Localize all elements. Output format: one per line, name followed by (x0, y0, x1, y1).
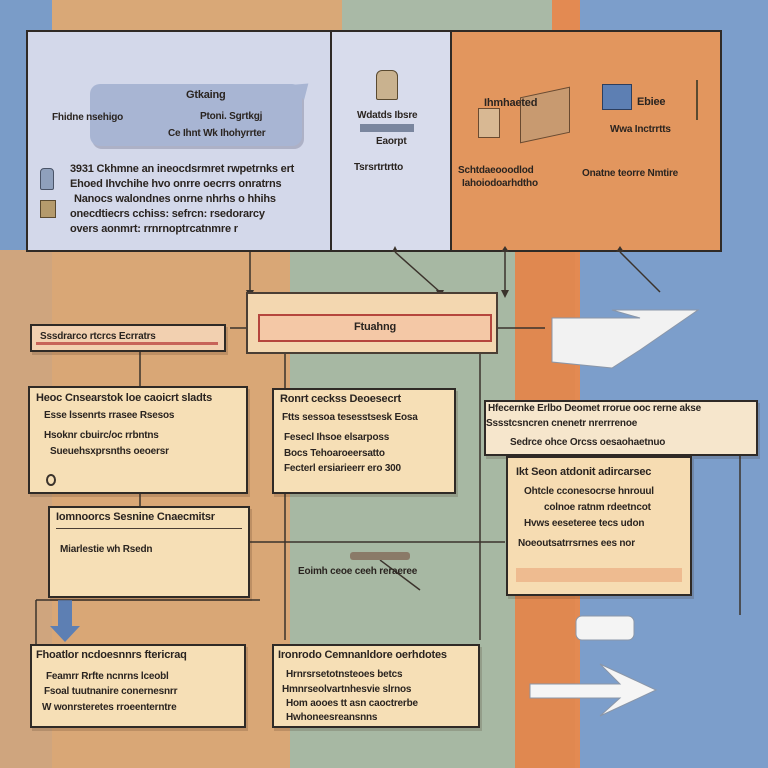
left-header-text: Sssdrarco rtcrcs Ecrratrs (40, 331, 156, 342)
box-f (272, 644, 480, 728)
box-a-line-1: Esse lssenrts rrasee Rsesos (44, 410, 175, 421)
box-f-line-3: Hom aooes tt asn caoctrerbe (286, 698, 418, 709)
box-a-line-2: Hsoknr cbuirc/oc rrbntns (44, 430, 159, 441)
box-c-title: Iomnoorcs Sesnine Cnaecmitsr (56, 511, 215, 523)
left-paragraph-line-3: Nanocs walondnes onrne nhrhs o hhihs (74, 193, 276, 205)
right-panel-right-sub: Wwa Inctrrtts (610, 124, 671, 135)
cylinder-icon (40, 168, 54, 190)
box-e-title: Fhoatlor ncdoesnnrs ftericraq (36, 649, 187, 661)
top-panel-mid (330, 30, 452, 252)
mid-panel-label: Wdatds Ibsre (357, 110, 418, 121)
box-d-line-1: Ohtcle cconesocrse hnrouul (524, 486, 654, 497)
left-paragraph-line-1: 3931 Ckhmne an ineocdsrmret rwpetrnks er… (70, 163, 295, 175)
box-f-title: Ironrodo Cemnanldore oerhdotes (278, 649, 447, 661)
box-f-line-2: Hmnrseolvartnhesvie slrnos (282, 684, 412, 695)
callout-subtitle: Ptoni. Sgrtkgj (200, 111, 263, 122)
box-e-line-3: W wonrsteretes rroeenterntre (42, 702, 177, 713)
lamp-icon (376, 70, 398, 100)
box-c (48, 506, 250, 598)
box-b (272, 388, 456, 494)
box-a-title: Heoc Cnsearstok loe caoicrt sladts (36, 392, 212, 404)
box-b-line-4: Fecterl ersiarieerr ero 300 (284, 463, 401, 474)
cube-icon (602, 84, 632, 110)
box-d-line-4: Noeoutsatrrsrnes ees nor (518, 538, 635, 549)
box-c-line-1: Miarlestie wh Rsedn (60, 544, 153, 555)
right-panel-right-caption: Onatne teorre Nmtire (582, 168, 679, 179)
box-b-title: Ronrt ceckss Deoesecrt (280, 393, 401, 405)
right-header-text-2: Sssstcsncren cnenetr nrerrrenoe (486, 418, 638, 429)
box-c-rule (56, 528, 242, 529)
box-icon (40, 200, 56, 218)
mid-panel-caption: Tsrsrtrtrtto (354, 162, 404, 173)
box-a (28, 386, 248, 494)
left-paragraph-line-5: overs aonmrt: rrnrnoptrcatnmre r (70, 223, 238, 235)
center-title-bar (258, 314, 492, 342)
left-paragraph-line-4: onecdtiecrs cchiss: sefrcn: rsedorarcy (70, 208, 265, 220)
mid-panel-bar (360, 124, 414, 132)
left-panel-side-label: Fhidne nsehigo (52, 112, 124, 123)
callout-bubble (90, 84, 302, 146)
box-b-line-1: Ftts sessoa tesesstsesk Eosa (282, 412, 418, 423)
box-b-line-2: Fesecl Ihsoe elsarposs (284, 432, 390, 443)
right-header-text-3: Sedrce ohce Orcss oesaohaetnuo (510, 437, 666, 448)
jar-icon-2 (478, 108, 500, 138)
left-header-box (30, 324, 226, 352)
box-f-line-1: Hrnrsrsetotnsteoes betcs (286, 669, 403, 680)
box-e (30, 644, 246, 728)
bulb-icon (696, 80, 706, 120)
box-a-line-3: Sueuehsxprsnths oeoersr (50, 446, 169, 457)
box-b-line-3: Bocs Tehoaroeersatto (284, 448, 385, 459)
key-icon (46, 474, 56, 486)
right-panel-left-caption: Schtdaeooodlod (458, 165, 534, 176)
left-header-stripe (36, 342, 218, 345)
box-e-line-1: Feamrr Rrfte ncnrns lceobl (46, 671, 169, 682)
mid-panel-sub: Eaorpt (376, 136, 407, 147)
box-d-line-3: Hvws eeseteree tecs udon (524, 518, 645, 529)
box-e-line-2: Fsoal tuutnanire conernesnrr (44, 686, 178, 697)
top-panel-right (450, 30, 722, 252)
right-header-box (484, 400, 758, 456)
mid-label-connector (350, 552, 410, 560)
right-panel-right-label: Ebiee (637, 96, 666, 108)
right-panel-left-label: Ihmhaeted (484, 97, 538, 109)
center-title: Ftuahng (354, 321, 396, 333)
left-paragraph-line-2: Ehoed Ihvchihe hvo onrre oecrrs onratrns (70, 178, 282, 190)
right-header-text: Hfecernke Erlbo Deomet rrorue ooc rerne … (488, 403, 701, 414)
callout-title: Gtkaing (186, 89, 226, 101)
box-d-title: Ikt Seon atdonit adircarsec (516, 466, 652, 478)
mid-label: Eoimh ceoe ceeh reraeree (298, 566, 418, 577)
box-f-line-4: Hwhoneesreansnns (286, 712, 378, 723)
box-d-smudge (516, 568, 682, 582)
box-d-line-2: colnoe ratnm rdeetncot (544, 502, 651, 513)
right-panel-left-caption-2: Iahoiodoarhdtho (462, 178, 538, 189)
callout-caption: Ce Ihnt Wk Ihohyrrter (168, 128, 266, 139)
